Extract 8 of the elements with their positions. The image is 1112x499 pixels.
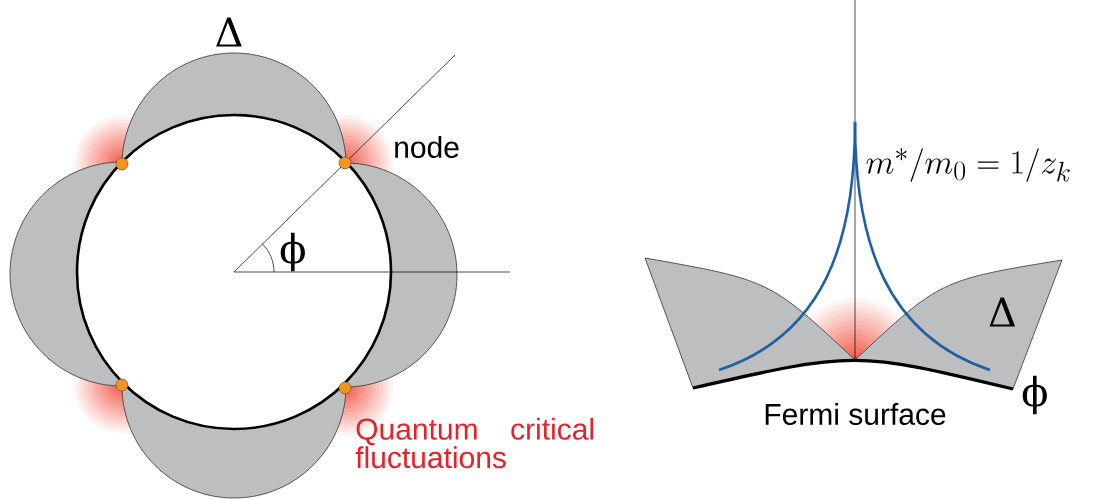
angle-label: ϕ bbox=[280, 232, 305, 272]
fluctuations-label: Quantum critical fluctuations bbox=[355, 417, 594, 469]
fermi-surface-label: Fermi surface bbox=[765, 403, 946, 426]
mass-formula: $m^*/m_0 = 1/z_k$ bbox=[866, 148, 1070, 182]
node-label: node bbox=[395, 136, 459, 158]
delta-label: Δ bbox=[216, 17, 242, 47]
delta-label: Δ bbox=[989, 297, 1016, 327]
angle-label: ϕ bbox=[1022, 375, 1047, 415]
